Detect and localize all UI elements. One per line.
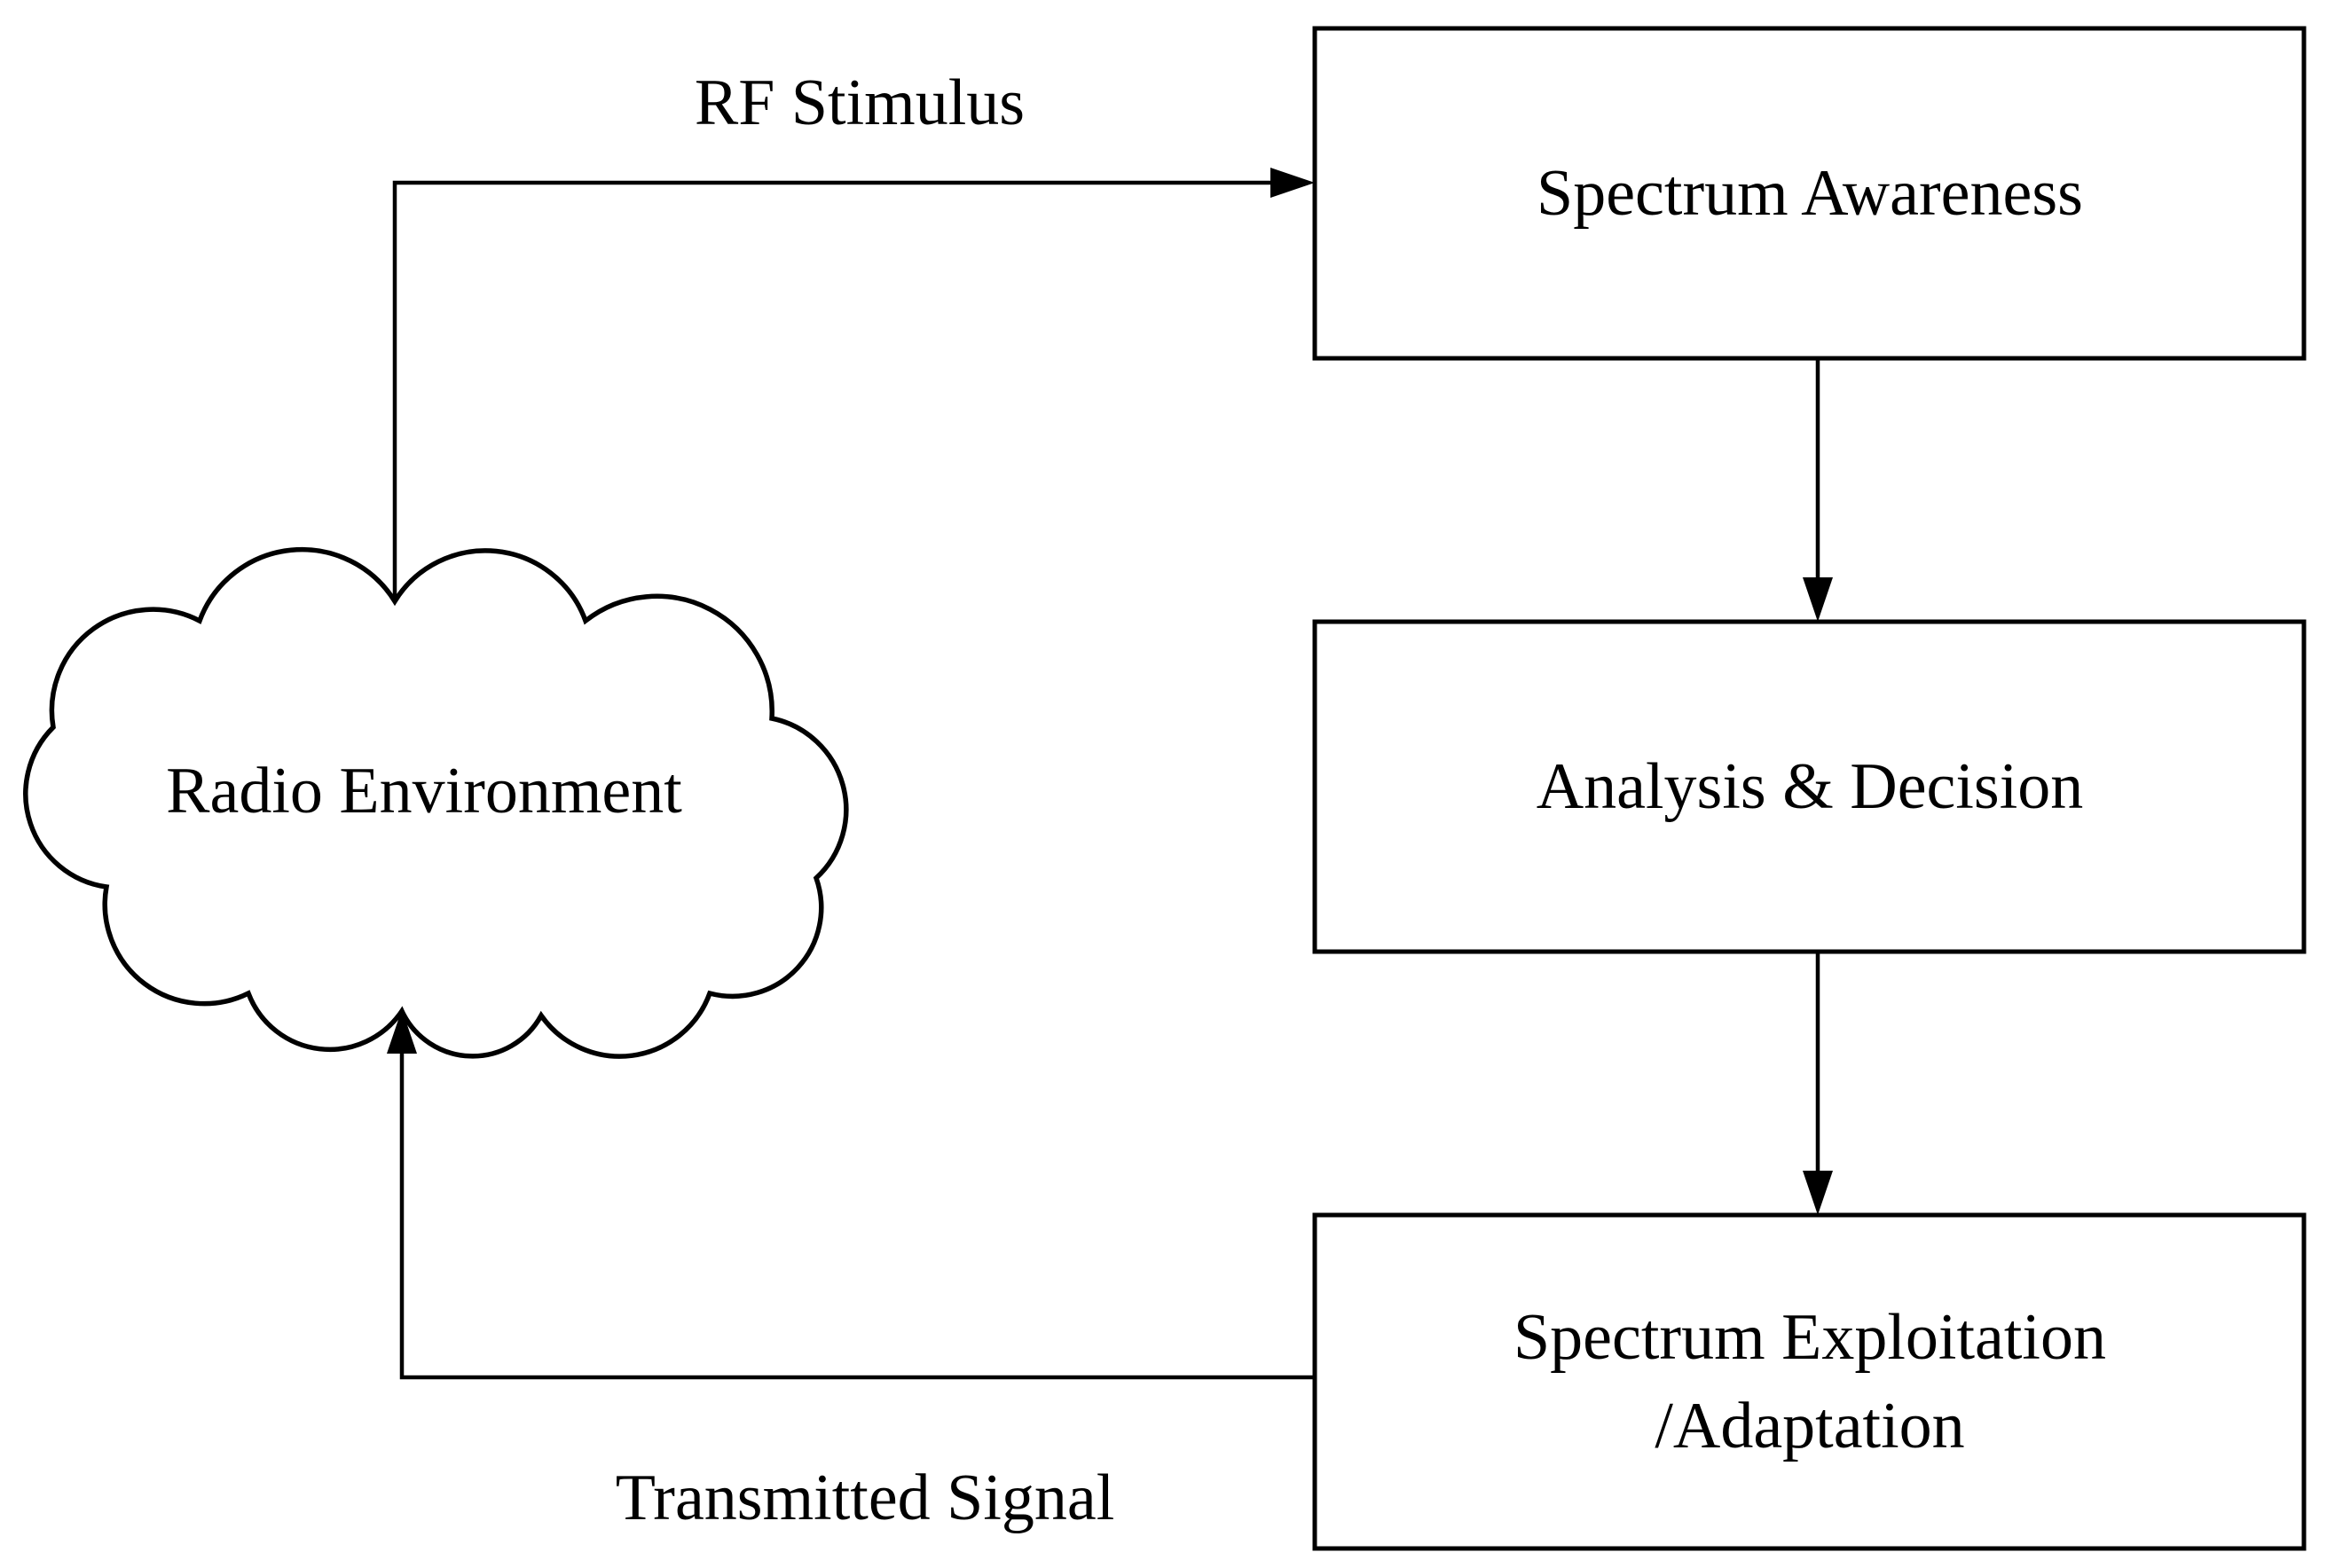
transmitted-signal-arrowhead-icon xyxy=(387,1009,417,1054)
spectrum-exploitation-label-line2: /Adaptation xyxy=(1655,1390,1964,1462)
transmitted-signal-edge-line xyxy=(399,1054,1315,1380)
rf-stimulus-arrowhead-icon xyxy=(1270,168,1315,198)
spectrum-exploitation-box xyxy=(1312,1212,2307,1551)
awareness-to-analysis-arrowhead-icon xyxy=(1803,577,1833,622)
spectrum-awareness-label: Spectrum Awareness xyxy=(1537,157,2083,230)
transmitted-signal-label: Transmitted Signal xyxy=(616,1462,1115,1534)
radio-environment-label: Radio Environment xyxy=(166,755,682,827)
rf-stimulus-label: RF Stimulus xyxy=(695,67,1025,139)
spectrum-exploitation-label-line1: Spectrum Exploitation xyxy=(1513,1301,2106,1374)
analysis-decision-label: Analysis & Decision xyxy=(1537,750,2084,823)
radio-environment-cloud xyxy=(23,546,849,1059)
analysis-decision-box xyxy=(1312,619,2307,954)
analysis-to-exploitation-arrowhead-icon xyxy=(1803,1171,1833,1215)
rf-stimulus-edge-line xyxy=(392,180,1270,599)
spectrum-awareness-box xyxy=(1312,26,2307,361)
